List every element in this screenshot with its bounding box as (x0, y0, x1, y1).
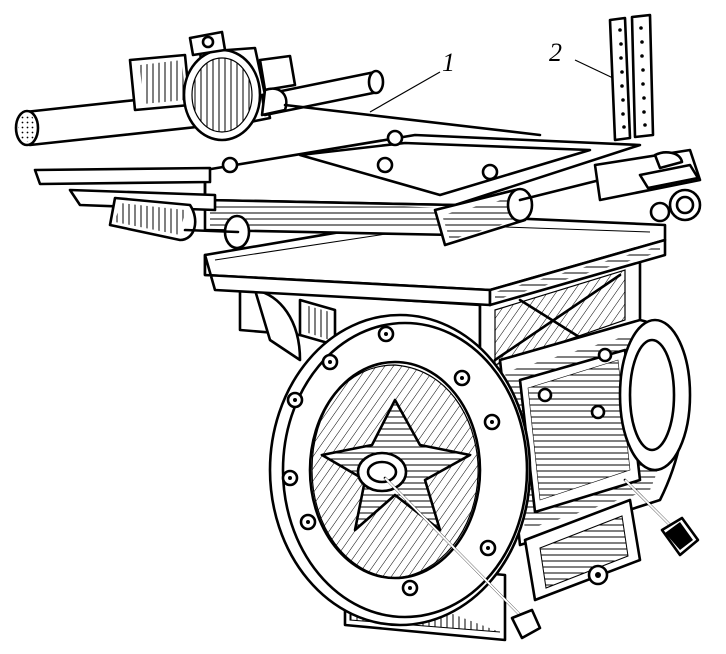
terminal-box (523, 498, 642, 602)
flange-bolt (483, 413, 501, 431)
front-flange (268, 313, 532, 627)
motor-housing (498, 318, 692, 547)
right-cylinder (433, 178, 602, 247)
callout-label-1: 1 (442, 48, 455, 77)
right-bracket (593, 148, 702, 223)
left-slide-bar (33, 166, 251, 250)
flange-bolt (286, 391, 304, 409)
leader-line-1 (369, 71, 441, 113)
handle-assembly (14, 30, 542, 147)
flange-bolt (377, 325, 395, 343)
graduated-rulers (608, 13, 655, 142)
flange-bolt (299, 513, 317, 531)
flange-bolts (281, 325, 501, 597)
upper-plate (203, 129, 642, 237)
leader-line-2 (574, 59, 614, 79)
flange-bolt (479, 539, 497, 557)
flange-bolt (281, 469, 299, 487)
flange-bolt (453, 369, 471, 387)
callout-label-2: 2 (549, 38, 562, 67)
flange-bolt (401, 579, 419, 597)
lower-lever (383, 476, 542, 640)
flange-bolt (321, 353, 339, 371)
side-adjuster (623, 478, 700, 557)
